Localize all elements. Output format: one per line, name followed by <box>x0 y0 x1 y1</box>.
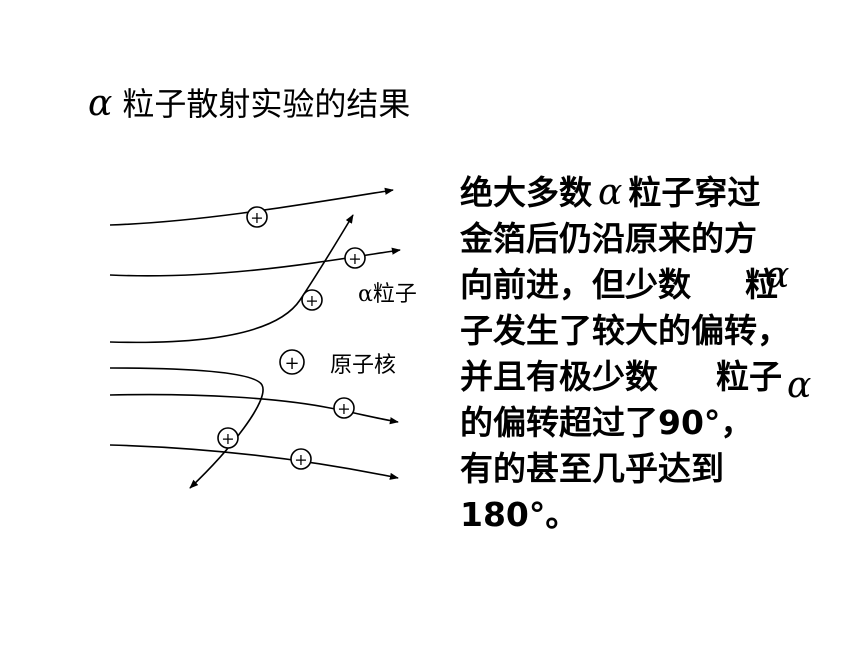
desc-line-6: 的偏转超过了90°， <box>460 403 754 442</box>
desc-line-3: 向前进，但少数 粒 <box>460 262 860 308</box>
desc-alpha-symbol: α <box>598 172 623 213</box>
nucleus-central: + <box>279 349 305 375</box>
desc-text: 粒子 <box>716 357 782 396</box>
trajectory-2 <box>109 247 401 277</box>
floating-alpha-symbol-1: α <box>765 255 790 296</box>
floating-alpha-symbol-2: α <box>787 365 812 406</box>
desc-text: 粒 <box>745 265 778 304</box>
desc-text: 向前进，但少数 <box>460 265 691 304</box>
desc-line-2: 金箔后仍沿原来的方 <box>460 219 757 258</box>
desc-text: 粒子穿过 <box>628 173 761 212</box>
nucleus-6: + <box>290 448 312 470</box>
nucleus-3: + <box>301 289 323 311</box>
alpha-scattering-diagram: + + + + + + + α粒子 原子核 <box>109 187 417 489</box>
alpha-particle-label: α粒子 <box>358 282 417 307</box>
nucleus-label: 原子核 <box>330 353 396 378</box>
desc-line-5: 并且有极少数 粒子 <box>460 354 860 400</box>
svg-text:+: + <box>337 399 350 418</box>
title-alpha-symbol: α <box>88 83 113 124</box>
desc-text: 绝大多数 <box>460 173 592 212</box>
svg-text:+: + <box>221 429 234 448</box>
trajectory-3 <box>109 214 354 344</box>
desc-line-4: 子发生了较大的偏转， <box>460 311 790 350</box>
desc-line-7: 有的甚至几乎达到 <box>460 449 724 488</box>
nucleus-4: + <box>333 397 355 419</box>
desc-text: 并且有极少数 <box>460 357 658 396</box>
desc-line-8: 180°。 <box>460 495 579 534</box>
svg-text:+: + <box>294 450 307 469</box>
trajectory-5 <box>109 367 264 489</box>
svg-text:+: + <box>250 208 263 227</box>
nucleus-5: + <box>217 427 239 449</box>
nucleus-1: + <box>246 206 268 228</box>
svg-text:+: + <box>305 291 318 310</box>
svg-text:+: + <box>284 353 299 374</box>
title-text: 粒子散射实验的结果 <box>122 85 411 123</box>
svg-text:+: + <box>348 249 361 268</box>
trajectory-6 <box>109 444 399 480</box>
nucleus-2: + <box>344 247 366 269</box>
trajectory-4 <box>109 393 399 425</box>
